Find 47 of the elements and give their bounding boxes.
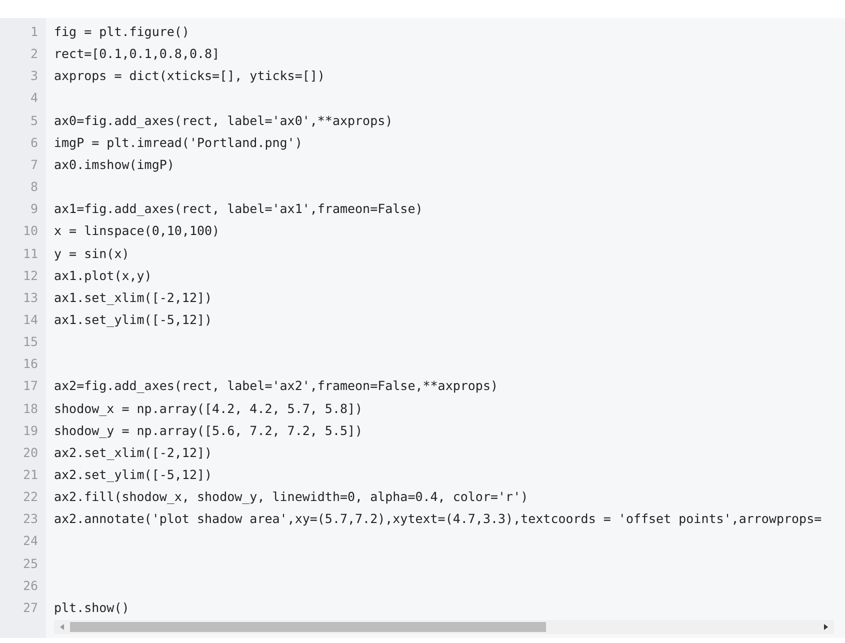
line-number: 16 — [22, 356, 38, 372]
code-line: fig = plt.figure() — [54, 24, 190, 40]
code-line: axprops = dict(xticks=[], yticks=[]) — [54, 68, 325, 84]
code-line: plt.show() — [54, 600, 130, 616]
line-number: 26 — [22, 578, 38, 594]
code-line: ax1.plot(x,y) — [54, 268, 152, 284]
code-line: imgP = plt.imread('Portland.png') — [54, 134, 302, 151]
line-number: 5 — [29, 112, 38, 129]
code-line: ax1.set_ylim([-5,12]) — [54, 312, 212, 328]
line-number: 6 — [29, 134, 38, 151]
line-number: 23 — [22, 511, 38, 528]
line-number: 24 — [22, 533, 38, 550]
line-number: 1 — [29, 24, 38, 40]
line-number: 25 — [22, 556, 38, 572]
line-number: 4 — [29, 90, 38, 106]
code-line: shodow_x = np.array([4.2, 4.2, 5.7, 5.8]) — [54, 400, 363, 417]
line-number: 13 — [22, 290, 38, 306]
code-line: ax1.set_xlim([-2,12]) — [54, 290, 212, 306]
line-number: 14 — [22, 312, 38, 328]
code-line: ax2.set_ylim([-5,12]) — [54, 467, 212, 483]
code-line: x = linspace(0,10,100) — [54, 223, 220, 240]
line-number: 20 — [22, 444, 38, 461]
code-line: shodow_y = np.array([5.6, 7.2, 7.2, 5.5]) — [54, 422, 363, 439]
code-line: rect=[0.1,0.1,0.8,0.8] — [54, 46, 220, 62]
code-line: ax0=fig.add_axes(rect, label='ax0',**axprops) — [54, 112, 393, 129]
code-line: ax2.annotate('plot shadow area',xy=(5.7,7.2),xytext=(4.7,3.3),textcoords = 'offset points',arrowprops= — [54, 511, 822, 528]
line-number: 15 — [22, 334, 38, 350]
line-number: 3 — [29, 68, 38, 84]
code-line: y = sin(x) — [54, 246, 130, 262]
line-number: 12 — [22, 268, 38, 284]
line-number: 27 — [22, 600, 38, 616]
line-number: 2 — [29, 46, 38, 62]
line-number: 11 — [22, 246, 38, 262]
line-number: 18 — [22, 400, 38, 417]
code-line: ax2.fill(shodow_x, shodow_y, linewidth=0, alpha=0.4, color='r') — [54, 489, 528, 506]
code-line: ax1=fig.add_axes(rect, label='ax1',frameon=False) — [54, 201, 423, 218]
line-number: 21 — [22, 467, 38, 483]
line-number: 9 — [29, 201, 38, 218]
line-number: 7 — [29, 156, 38, 173]
code-line: ax2.set_xlim([-2,12]) — [54, 444, 212, 461]
line-number: 22 — [22, 489, 38, 506]
code-line: ax2=fig.add_axes(rect, label='ax2',frameon=False,**axprops) — [54, 378, 498, 394]
line-number: 10 — [22, 223, 38, 240]
line-number: 19 — [22, 422, 38, 439]
code-line: ax0.imshow(imgP) — [54, 156, 174, 173]
line-number: 8 — [29, 179, 38, 196]
line-number: 17 — [22, 378, 38, 394]
